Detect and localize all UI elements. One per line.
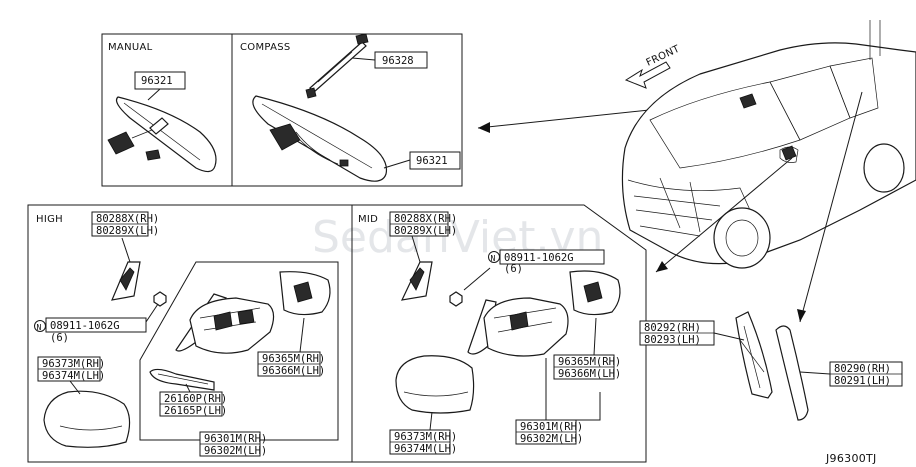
door-mirror-panel-frame — [27, 204, 647, 463]
high-door-mirror-group — [43, 237, 339, 448]
arrowhead-side-mirror — [656, 261, 668, 272]
callout-side-80290-text: 80290(RH) — [834, 363, 891, 375]
section-label-high: HIGH — [36, 214, 63, 225]
section-label-manual: MANUAL — [108, 42, 153, 53]
mid-door-mirror-group — [395, 235, 621, 414]
callout-high-nut-qty: (6) — [50, 332, 69, 344]
callout-mid-96302m-text: 96302M(LH) — [520, 433, 583, 445]
arrowhead-trim — [797, 309, 806, 322]
callout-mid-96366m-text: 96366M(LH) — [558, 368, 621, 380]
callout-side-80293-text: 80293(LH) — [644, 334, 701, 346]
callout-high-96365m-text: 96365M(RH) — [262, 353, 325, 365]
section-label-compass: COMPASS — [240, 42, 291, 53]
callout-high-96373m-text: 96373M(RH) — [42, 358, 105, 370]
callout-mid-nut-qty: (6) — [504, 263, 523, 275]
callout-mid-96373m-text: 96373M(RH) — [394, 431, 457, 443]
callout-high-nut — [45, 317, 147, 333]
rearview-panel-frame — [101, 33, 463, 187]
front-direction-indicator: FRONT — [624, 43, 683, 89]
leader-arrow-trim — [799, 91, 863, 323]
diagram-id: J96300TJ — [825, 452, 877, 465]
callout-high-96302m-text: 96302M(LH) — [204, 445, 267, 457]
callout-high-80288x-text: 80288X(RH) — [96, 213, 159, 225]
compass-rearview-mirror — [252, 33, 388, 182]
callout-high-96366m-text: 96366M(LH) — [262, 365, 325, 377]
arrowhead-windshield — [478, 122, 490, 133]
callout-mid-nut-number: 08911-1062G — [504, 252, 574, 264]
callout-high-nut-number: 08911-1062G — [50, 320, 120, 332]
callout-mid-80288x-text: 80288X(RH) — [394, 213, 457, 225]
callout-compass-96328-text: 96328 — [382, 55, 414, 67]
nut-symbol-mid-text: N — [491, 254, 496, 263]
callout-high-26165p-text: 26165P(LH) — [164, 405, 227, 417]
callout-high-80289x-text: 80289X(LH) — [96, 225, 159, 237]
manual-rearview-mirror — [107, 96, 217, 173]
callout-high-96374m-text: 96374M(LH) — [42, 370, 105, 382]
callout-mid-nut — [499, 249, 605, 265]
callout-manual-96321-text: 96321 — [141, 75, 173, 87]
front-label: FRONT — [645, 43, 683, 68]
callout-side-80291-text: 80291(LH) — [834, 375, 891, 387]
nut-symbol-high-text: N — [37, 323, 42, 332]
callout-mid-96374m-text: 96374M(LH) — [394, 443, 457, 455]
callout-mid-96365m-text: 96365M(RH) — [558, 356, 621, 368]
section-label-mid: MID — [358, 214, 378, 225]
leader-arrow-side-mirror — [655, 157, 793, 273]
pickup-truck-illustration — [621, 20, 916, 269]
rearview-mirror-panel: MANUAL COMPASS 96321 9 — [101, 33, 463, 187]
callout-high-26160p-text: 26160P(RH) — [164, 393, 227, 405]
callout-mid-96301m-text: 96301M(RH) — [520, 421, 583, 433]
callout-compass-96321-text: 96321 — [416, 155, 448, 167]
callout-mid-80289x-text: 80289X(LH) — [394, 225, 457, 237]
callout-side-80292-text: 80292(RH) — [644, 322, 701, 334]
callout-high-96301m-text: 96301M(RH) — [204, 433, 267, 445]
side-trim-parts — [735, 311, 809, 421]
